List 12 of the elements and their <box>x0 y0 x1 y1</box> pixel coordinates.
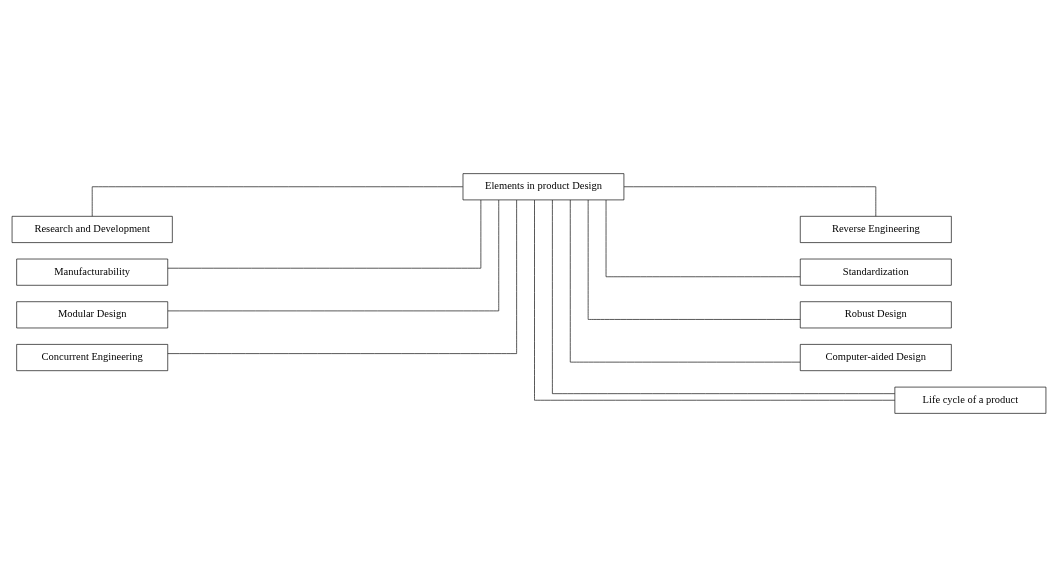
node-box: Modular Design <box>16 301 169 329</box>
connector <box>587 199 801 320</box>
node-box: Computer-aided Design <box>799 344 952 371</box>
node-box: Concurrent Engineering <box>16 344 169 371</box>
node-box: Research and Development <box>11 216 173 243</box>
connector <box>167 199 517 354</box>
node-box: Life cycle of a product <box>894 386 1047 414</box>
node-box: Robust Design <box>799 301 952 329</box>
node-box: Standardization <box>799 258 952 286</box>
node-box: Manufacturability <box>16 258 169 286</box>
node-box: Reverse Engineering <box>799 216 952 243</box>
node-box: Elements in product Design <box>462 173 625 201</box>
